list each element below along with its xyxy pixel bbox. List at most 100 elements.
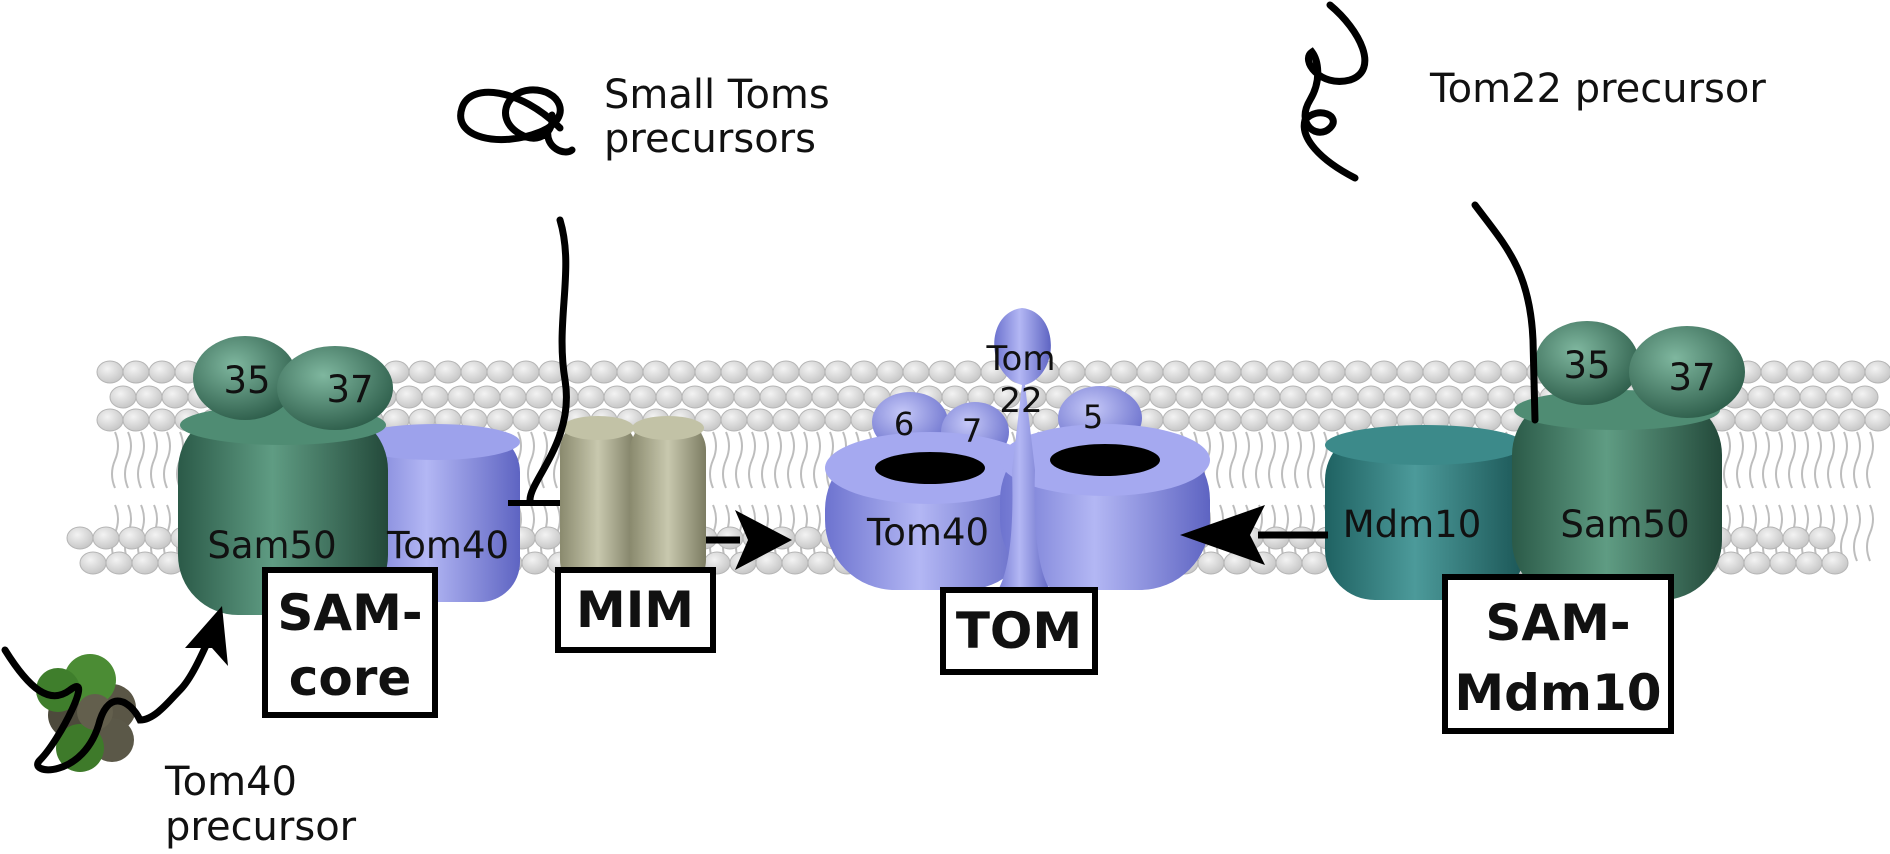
- lipid-head: [421, 385, 449, 409]
- mim-complex: [560, 416, 706, 590]
- lipid-head: [118, 526, 146, 550]
- lipid-head: [66, 526, 94, 550]
- lipid-head: [144, 526, 172, 550]
- tom-box: TOM: [940, 587, 1098, 675]
- lipid-head: [1799, 385, 1827, 409]
- lipid-head: [1214, 360, 1242, 384]
- lipid-head: [521, 551, 549, 575]
- lipid-head: [1756, 526, 1784, 550]
- mdm10-label: Mdm10: [1343, 503, 1482, 546]
- lipid-head: [1730, 526, 1758, 550]
- sam-mdm10-box: SAM- Mdm10: [1442, 574, 1674, 734]
- lipid-head: [798, 408, 826, 432]
- lipid-head: [1279, 385, 1307, 409]
- sam-core-sam35: [193, 336, 297, 420]
- sam-mdm10-box-line2: Mdm10: [1454, 664, 1661, 722]
- sam-mdm10-35-label: 35: [1563, 344, 1610, 387]
- small-toms-label-line2: precursors: [604, 116, 816, 162]
- tom-tom40-label: Tom40: [866, 511, 989, 554]
- sam-mdm10-complex: 35 37 Mdm10 Sam50: [1325, 321, 1745, 600]
- lipid-tail: [1866, 431, 1874, 562]
- lipid-head: [486, 408, 514, 432]
- tom22-label-line1: Tom: [986, 339, 1056, 379]
- tom22-precursor-label: Tom22 precursor: [1429, 66, 1766, 112]
- lipid-head: [1188, 408, 1216, 432]
- tom40-precursor-arrow-head: [185, 606, 228, 666]
- lipid-head: [772, 360, 800, 384]
- lipid-head: [486, 360, 514, 384]
- sam-mdm10-sam50-label: Sam50: [1560, 503, 1689, 546]
- lipid-head: [512, 360, 540, 384]
- lipid-head: [876, 360, 904, 384]
- lipid-head: [577, 385, 605, 409]
- lipid-head: [781, 551, 809, 575]
- lipid-head: [525, 385, 553, 409]
- lipid-head: [1500, 360, 1528, 384]
- lipid-head: [1422, 360, 1450, 384]
- lipid-head: [1851, 385, 1879, 409]
- lipid-head: [1357, 385, 1385, 409]
- lipid-head: [837, 385, 865, 409]
- tom6-label: 6: [894, 405, 914, 443]
- lipid-head: [1717, 551, 1745, 575]
- sam-core-complex: 35 37 Sam50 Tom40: [178, 336, 520, 615]
- sam-core-tom40-top: [350, 424, 520, 460]
- lipid-tail: [1853, 431, 1861, 562]
- lipid-head: [1318, 360, 1346, 384]
- lipid-head: [1136, 360, 1164, 384]
- tom22-label-line2: 22: [999, 381, 1042, 421]
- lipid-head: [1383, 385, 1411, 409]
- sam-core-tom40-label: Tom40: [386, 524, 509, 567]
- lipid-head: [512, 408, 540, 432]
- lipid-head: [96, 408, 124, 432]
- tom40-precursor-chain: [1, 621, 219, 774]
- tom22-subunit: [994, 308, 1051, 590]
- lipid-head: [460, 360, 488, 384]
- lipid-head: [1461, 385, 1489, 409]
- lipid-head: [1474, 360, 1502, 384]
- lipid-head: [1786, 360, 1814, 384]
- mim-box: MIM: [555, 567, 716, 653]
- lipid-head: [1149, 385, 1177, 409]
- lipid-head: [161, 385, 189, 409]
- lipid-head: [928, 360, 956, 384]
- lipid-head: [1808, 526, 1836, 550]
- sam-mdm10-box-line1: SAM-: [1485, 594, 1630, 652]
- lipid-head: [954, 360, 982, 384]
- lipid-head: [759, 385, 787, 409]
- lipid-head: [1435, 385, 1463, 409]
- mim-subunit-right: [630, 420, 706, 590]
- lipid-head: [1344, 360, 1372, 384]
- lipid-head: [824, 360, 852, 384]
- lipid-head: [1769, 551, 1797, 575]
- lipid-head: [1331, 385, 1359, 409]
- lipid-head: [707, 385, 735, 409]
- lipid-head: [96, 360, 124, 384]
- sam-mdm10-sam37: [1629, 326, 1745, 418]
- sam-core-box: SAM- core: [262, 567, 438, 718]
- tom22-precursor-squiggle: [1300, 1, 1369, 182]
- lipid-head: [131, 551, 159, 575]
- lipid-head: [1838, 408, 1866, 432]
- lipid-head: [434, 360, 462, 384]
- lipid-head: [1370, 360, 1398, 384]
- lipid-head: [1864, 408, 1890, 432]
- lipid-head: [564, 360, 592, 384]
- lipid-head: [1448, 360, 1476, 384]
- lipid-head: [1734, 408, 1762, 432]
- lipid-head: [902, 360, 930, 384]
- sam-core-sam50-barrel: [178, 410, 388, 615]
- sam-core-tom40-barrel: [350, 432, 520, 602]
- lipid-head: [603, 385, 631, 409]
- lipid-head: [1344, 408, 1372, 432]
- lipid-head: [473, 385, 501, 409]
- lipid-head: [1058, 360, 1086, 384]
- tom40-pore-right: [1050, 444, 1160, 476]
- tom40-pore-left: [875, 452, 985, 484]
- lipid-head: [1240, 360, 1268, 384]
- tom40-precursor-label-line2: precursor: [165, 804, 357, 850]
- small-toms-precursor-coil: [457, 86, 576, 156]
- lipid-head: [733, 385, 761, 409]
- lipid-head: [447, 385, 475, 409]
